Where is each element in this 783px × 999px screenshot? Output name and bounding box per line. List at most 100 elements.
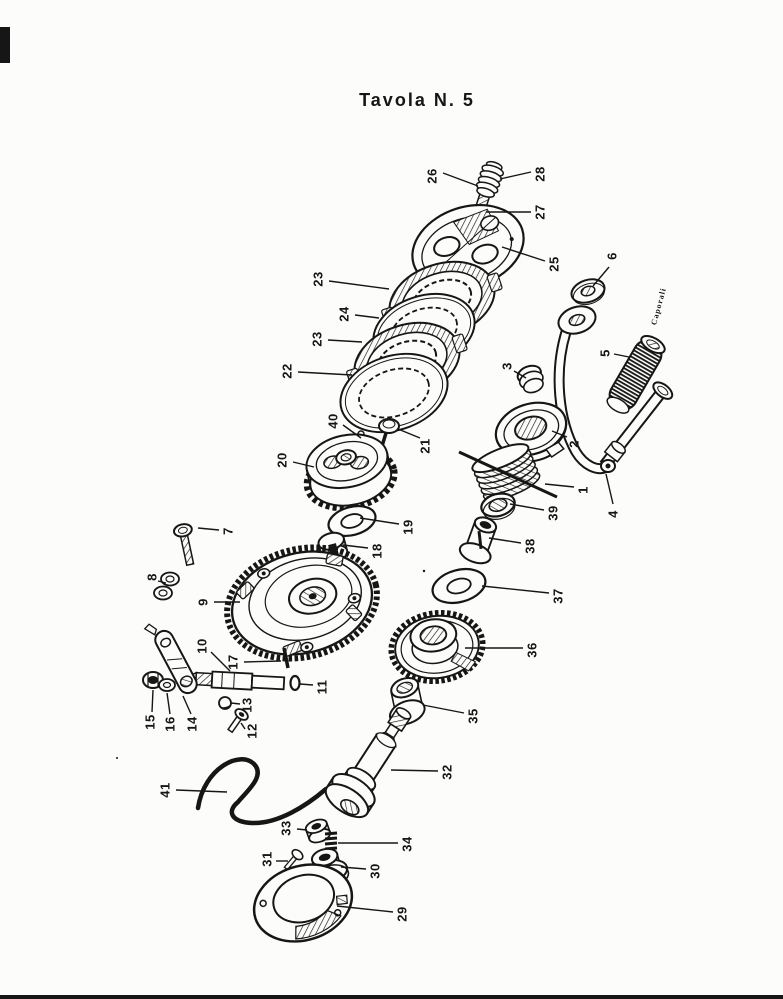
shaft-collar	[480, 492, 516, 520]
callout-leader-line	[509, 503, 545, 511]
kickstart-rubber-grip	[606, 334, 666, 414]
callout-label-15: 15	[142, 714, 157, 729]
callout-leader-line	[210, 651, 231, 672]
callout-label-34: 34	[399, 836, 414, 852]
callout-leader-line	[397, 428, 421, 439]
scan-artifact-left	[0, 27, 10, 63]
spring-wire-clip	[195, 757, 329, 826]
callout-leader-line	[513, 370, 527, 379]
callout-label-38: 38	[522, 538, 537, 553]
callout-label-4: 4	[605, 510, 620, 518]
flat-washer	[431, 567, 487, 605]
kickstart-gear	[388, 609, 486, 685]
callout-label-30: 30	[367, 863, 382, 878]
adjuster-pin	[227, 708, 249, 734]
steel-plate-bottom	[339, 352, 449, 434]
paper-speck	[116, 757, 118, 759]
callout-leader-line	[296, 828, 308, 831]
callout-label-35: 35	[465, 708, 480, 723]
release-lever-arm	[143, 623, 198, 695]
footpeg-pin	[599, 381, 674, 470]
spacer-sleeve	[458, 516, 498, 565]
callout-label-27: 27	[532, 204, 547, 219]
callout-label-8: 8	[144, 573, 159, 581]
callout-label-13: 13	[239, 697, 254, 712]
steel-ball	[218, 696, 232, 710]
lever-pivot-eye	[557, 305, 597, 335]
callout-leader-line	[592, 266, 610, 287]
callout-label-28: 28	[532, 166, 547, 181]
callout-label-31: 31	[259, 851, 274, 866]
fixing-bolt	[172, 523, 195, 567]
callout-leader-line	[166, 692, 171, 715]
kickstart-nut	[570, 278, 606, 306]
plate-title: Tavola N. 5	[359, 90, 475, 110]
callout-label-40: 40	[325, 413, 340, 428]
callout-label-23: 23	[310, 271, 325, 286]
callout-leader-line	[551, 430, 568, 438]
kickstart-return-spring	[458, 443, 558, 501]
ratchet-hub	[494, 401, 568, 463]
callout-leader-line	[240, 722, 246, 730]
cover-screw	[283, 848, 304, 871]
callout-label-33: 33	[278, 820, 293, 835]
grooved-plug	[516, 364, 544, 394]
callout-label-17: 17	[225, 654, 240, 669]
callout-leader-line	[292, 461, 315, 468]
release-shaft	[187, 670, 286, 691]
callout-label-23: 23	[309, 331, 324, 346]
callout-leader-line	[197, 527, 220, 531]
callout-label-11: 11	[314, 680, 329, 695]
callout-label-3: 3	[499, 362, 514, 370]
callout-leader-line	[182, 695, 192, 715]
callout-label-9: 9	[195, 598, 210, 606]
callout-label-25: 25	[546, 256, 561, 271]
callout-leader-line	[481, 585, 550, 594]
callout-leader-line	[422, 704, 465, 714]
callout-label-41: 41	[157, 782, 172, 797]
kickstart-lever	[553, 326, 616, 475]
callout-label-14: 14	[184, 716, 199, 732]
callout-leader-line	[442, 172, 479, 187]
callout-label-6: 6	[604, 252, 619, 260]
callout-leader-line	[342, 544, 369, 549]
callout-label-37: 37	[550, 588, 565, 603]
callout-label-29: 29	[394, 906, 409, 921]
callout-label-12: 12	[244, 723, 259, 738]
callout-label-18: 18	[369, 543, 384, 558]
callout-leader-line	[354, 314, 380, 319]
callout-leader-line	[151, 689, 154, 713]
paper-speck	[422, 569, 426, 573]
callout-label-10: 10	[194, 638, 209, 653]
callout-leader-line	[390, 769, 439, 772]
lock-washers	[153, 571, 180, 601]
callout-leader-line	[299, 683, 314, 686]
callout-leader-line	[336, 905, 394, 913]
callout-leader-line	[340, 866, 367, 870]
callout-label-19: 19	[400, 519, 415, 534]
clutch-basket	[224, 544, 380, 662]
callout-label-16: 16	[162, 716, 177, 731]
callout-label-21: 21	[417, 438, 432, 453]
callout-label-32: 32	[439, 764, 454, 779]
callout-label-2: 2	[566, 440, 581, 448]
callout-leader-line	[297, 371, 353, 376]
callout-leader-line	[243, 660, 282, 663]
callout-label-22: 22	[279, 363, 294, 378]
callout-label-36: 36	[524, 642, 539, 657]
callout-label-5: 5	[597, 349, 612, 357]
callout-leader-line	[613, 353, 630, 358]
callout-label-1: 1	[575, 486, 590, 494]
callout-label-7: 7	[220, 527, 235, 535]
callout-leader-line	[175, 789, 228, 793]
callout-leader-line	[230, 702, 241, 705]
small-bushing	[304, 818, 332, 844]
drive-pin	[282, 647, 290, 669]
callout-leader-line	[544, 483, 575, 488]
callout-leader-line	[328, 280, 390, 290]
callout-leader-line	[499, 171, 532, 180]
callout-leader-line	[359, 517, 400, 525]
